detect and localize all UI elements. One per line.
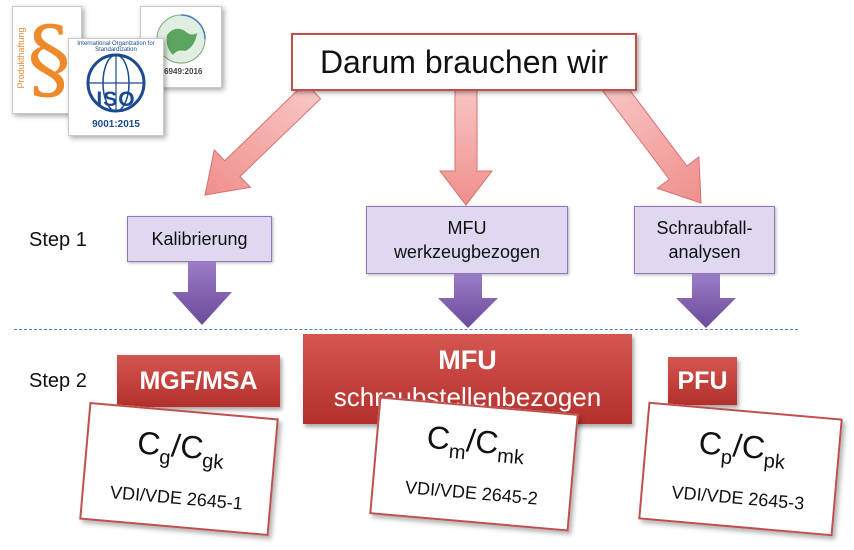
purple-arrow-right xyxy=(676,274,736,328)
schraubfall-box: Schraubfall- analysen xyxy=(634,206,775,274)
kalibrierung-box: Kalibrierung xyxy=(127,216,272,262)
mfu-werkzeug-line2: werkzeugbezogen xyxy=(393,242,541,262)
pink-arrow-left xyxy=(204,82,322,196)
iso-number: 9001:2015 xyxy=(92,119,140,130)
standard-2645-1: VDI/VDE 2645-1 xyxy=(109,482,244,514)
pink-arrow-right xyxy=(601,75,702,204)
schraubfall-line1: Schraubfall- xyxy=(656,218,753,238)
schraubfall-line2: analysen xyxy=(668,242,741,262)
mfu-werkzeug-box: MFU werkzeugbezogen xyxy=(366,206,568,274)
iso-logo: International Organization for Standardi… xyxy=(68,38,164,136)
mfu-werkzeug-line1: MFU xyxy=(447,218,487,238)
pfu-banner: PFU xyxy=(668,357,737,405)
paragraph-icon: § xyxy=(27,7,71,110)
step1-label: Step 1 xyxy=(29,229,87,251)
iso-org-text: International Organization for Standardi… xyxy=(77,41,155,53)
purple-arrow-middle xyxy=(438,274,498,328)
formula-cp-cpk: Cp/Cpk xyxy=(697,424,786,474)
iatf-number: 16949:2016 xyxy=(159,67,203,76)
card-cp-cpk: Cp/Cpk VDI/VDE 2645-3 xyxy=(638,401,843,537)
iso-globe-icon xyxy=(86,53,146,113)
title-box: Darum brauchen wir xyxy=(291,33,637,91)
mgf-msa-banner: MGF/MSA xyxy=(117,355,280,407)
card-cg-cgk: Cg/Cgk VDI/VDE 2645-1 xyxy=(79,401,279,537)
pink-arrow-middle xyxy=(438,88,494,206)
iso-name: ISO xyxy=(96,88,136,111)
mfu-schraubstellen-line1: MFU xyxy=(438,345,497,375)
purple-arrow-left xyxy=(172,262,232,325)
iatf-logo: 16949:2016 xyxy=(140,6,222,88)
standard-2645-2: VDI/VDE 2645-2 xyxy=(404,477,539,509)
step-divider xyxy=(14,329,798,330)
step2-label: Step 2 xyxy=(29,370,87,392)
formula-cg-cgk: Cg/Cgk xyxy=(135,424,225,474)
formula-cm-cmk: Cm/Cmk xyxy=(425,418,525,470)
standard-2645-3: VDI/VDE 2645-3 xyxy=(670,482,806,514)
card-cm-cmk: Cm/Cmk VDI/VDE 2645-2 xyxy=(369,396,579,532)
